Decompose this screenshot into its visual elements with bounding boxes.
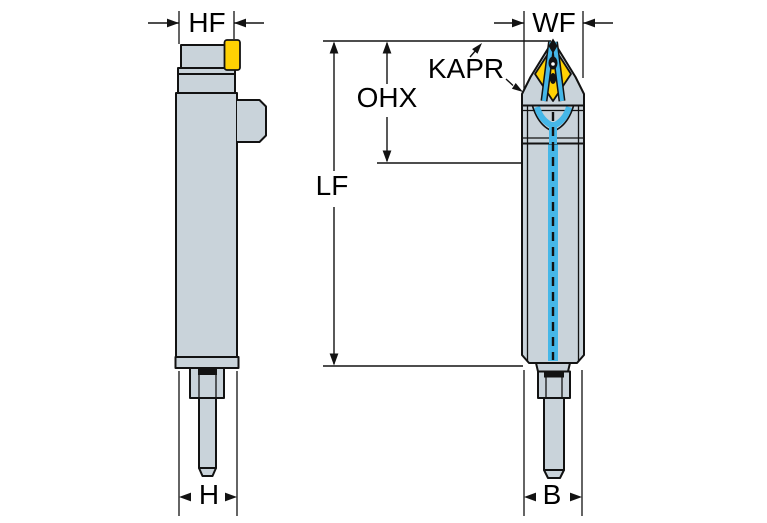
- side-head-band-top: [180, 44, 226, 69]
- side-lower-shank: [198, 397, 217, 469]
- kapr-leader-line-lower: [505, 78, 514, 87]
- coolant-y-outline: [531, 105, 575, 131]
- b-arrowhead-left: [524, 492, 536, 502]
- kapr-arrowhead-upper: [472, 43, 482, 54]
- hf-arrowhead-left: [167, 18, 179, 28]
- front-shank-tip: [543, 469, 565, 479]
- side-flange: [174, 356, 240, 369]
- wf-arrowhead-right: [583, 18, 595, 28]
- dim-label-h: H: [198, 479, 220, 510]
- front-screw-slot: [544, 372, 564, 378]
- clamp-lower-detail: [549, 73, 557, 84]
- side-head-band-lower: [177, 73, 236, 94]
- h-arrowhead-left: [179, 492, 191, 502]
- front-screw-inner-lines: [545, 377, 563, 398]
- dimension-lf: [323, 40, 551, 367]
- cutting-tip: [548, 38, 558, 54]
- clamp-fingers: [542, 41, 564, 102]
- side-insert: [223, 39, 241, 71]
- dim-label-b: B: [542, 479, 562, 510]
- wf-arrowhead-left: [512, 18, 524, 28]
- dimension-ohx: [377, 41, 522, 164]
- dim-label-hf: HF: [188, 7, 226, 38]
- dimension-h: [178, 371, 238, 516]
- front-view: [521, 38, 585, 479]
- dimension-kapr: [469, 43, 523, 92]
- front-shank-inner-lines: [526, 144, 580, 361]
- kapr-arrowhead-lower: [511, 83, 523, 92]
- side-main-body: [175, 92, 238, 358]
- side-clamp-tab: [237, 99, 267, 143]
- front-lower-shank: [543, 397, 565, 471]
- b-arrowhead-right: [570, 492, 582, 502]
- side-screw-inner-lines: [198, 375, 217, 398]
- dim-label-wf: WF: [532, 7, 576, 38]
- ohx-arrowhead-top: [382, 41, 392, 54]
- lf-arrowhead-top: [329, 41, 339, 54]
- side-view: [174, 39, 267, 477]
- dimension-wf: [494, 11, 613, 92]
- side-shank-tip: [198, 467, 217, 477]
- h-arrowhead-right: [225, 492, 237, 502]
- hf-arrowhead-right: [234, 18, 246, 28]
- front-neck-flange: [535, 362, 571, 373]
- ohx-arrowhead-bottom: [382, 150, 392, 163]
- lf-arrowhead-bottom: [329, 353, 339, 366]
- dim-label-lf: LF: [315, 170, 349, 201]
- side-screw-slot: [198, 369, 217, 375]
- dimension-hf: [148, 11, 264, 44]
- dim-label-ohx: OHX: [356, 82, 418, 113]
- clamp-screw-highlight: [551, 62, 555, 66]
- dim-label-kapr: KAPR: [427, 53, 505, 84]
- dimension-b: [523, 370, 583, 516]
